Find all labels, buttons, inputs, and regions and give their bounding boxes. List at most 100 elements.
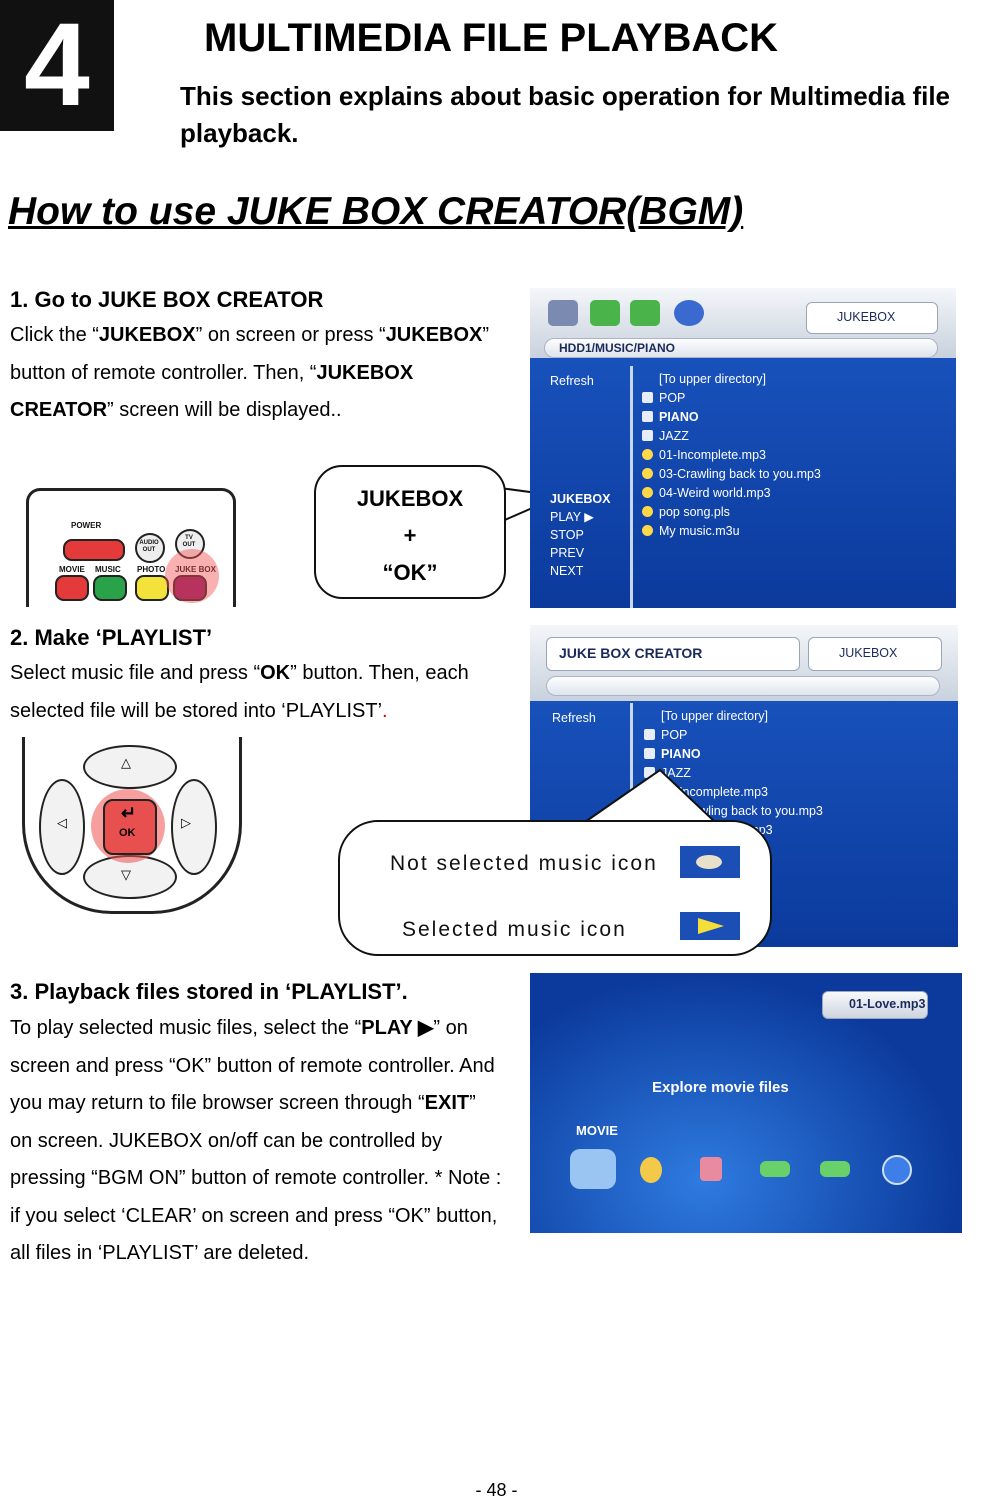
file-item[interactable]: POP xyxy=(642,389,821,408)
music-icon[interactable] xyxy=(640,1157,662,1183)
right-arrow-icon: ▷ xyxy=(181,815,191,830)
legend-pointer xyxy=(584,768,716,823)
step3-bold-exit: EXIT xyxy=(424,1092,470,1114)
jukebox-tab[interactable]: JUKEBOX xyxy=(806,302,938,334)
left-arrow-icon: ◁ xyxy=(57,815,67,830)
step3-text: ” on screen. JUKEBOX on/off can be contr… xyxy=(10,1092,502,1264)
menu-item-next[interactable]: NEXT xyxy=(550,564,584,578)
playlist-bar xyxy=(546,676,940,696)
step2-red-period: . xyxy=(382,699,388,722)
step3-bold-play: PLAY ▶ xyxy=(361,1017,434,1039)
folder-icon xyxy=(642,411,653,422)
folder-icon xyxy=(644,748,655,759)
left-button[interactable] xyxy=(39,779,85,875)
step2-bold-ok: OK xyxy=(260,662,291,684)
network-icon[interactable] xyxy=(882,1155,912,1185)
ok-label: OK xyxy=(119,827,136,839)
file-item[interactable]: pop song.pls xyxy=(642,503,821,522)
usb-icon[interactable] xyxy=(760,1161,790,1177)
photo-icon[interactable] xyxy=(700,1157,722,1181)
jukebox-creator-title: JUKE BOX CREATOR xyxy=(559,645,703,661)
step1-body: Click the “JUKEBOX” on screen or press “… xyxy=(10,317,510,430)
music-note-icon xyxy=(642,506,653,517)
music-button[interactable] xyxy=(93,575,127,601)
music-note-icon xyxy=(642,525,653,536)
file-item[interactable]: My music.m3u xyxy=(642,522,821,541)
jukebox-tab-label: JUKEBOX xyxy=(839,646,898,660)
network-icon[interactable] xyxy=(674,300,704,326)
right-button[interactable] xyxy=(171,779,217,875)
movie-camera-icon[interactable] xyxy=(570,1149,616,1189)
up-arrow-icon: △ xyxy=(121,755,131,770)
menu-item-refresh[interactable]: Refresh xyxy=(552,711,596,725)
menu-item-stop[interactable]: STOP xyxy=(550,528,584,542)
category-label: MOVIE xyxy=(576,1123,618,1138)
callout-jukebox-ok: JUKEBOX + “OK” xyxy=(314,465,506,599)
file-item[interactable]: JAZZ xyxy=(642,427,821,446)
callout1-line2: + xyxy=(403,523,417,548)
toolbar: JUKEBOX HDD1/MUSIC/PIANO xyxy=(530,288,956,358)
screenshot-file-browser: JUKEBOX HDD1/MUSIC/PIANO Refresh JUKEBOX… xyxy=(530,288,956,608)
toolbar: JUKE BOX CREATOR JUKEBOX xyxy=(530,625,958,701)
audio-out-label: AUDIO OUT xyxy=(139,540,159,553)
jukebox-creator-title-bar: JUKE BOX CREATOR xyxy=(546,637,800,671)
step1-text: ” button of remote controller. Then, “ xyxy=(10,324,490,384)
hdd-icon[interactable] xyxy=(548,300,578,326)
remote-control-top: POWER AUDIO OUT TV OUT MOVIE MUSIC PHOTO… xyxy=(26,488,236,607)
step1-text: ” screen will be displayed.. xyxy=(107,399,342,421)
callout1-line1: JUKEBOX xyxy=(356,486,464,511)
file-item[interactable]: POP xyxy=(644,726,823,745)
usb-icon[interactable] xyxy=(590,300,620,326)
file-item[interactable]: JAZZ xyxy=(644,764,823,783)
step1-text: ” on screen or press “ xyxy=(195,324,386,346)
up-button[interactable] xyxy=(83,745,177,789)
folder-icon xyxy=(642,392,653,403)
down-arrow-icon: ▽ xyxy=(121,867,131,882)
jukebox-button[interactable] xyxy=(173,575,207,601)
step1-bold-creator: JUKEBOX CREATOR xyxy=(10,361,414,422)
photo-label: PHOTO xyxy=(137,565,166,574)
step2-text: Select music file and press “ xyxy=(10,662,261,684)
tv-out-button[interactable] xyxy=(175,529,205,559)
jukebox-tab[interactable]: JUKEBOX xyxy=(808,637,942,671)
step1-bold-jukebox: JUKEBOX xyxy=(98,324,196,346)
menu-caption: Explore movie files xyxy=(652,1079,789,1096)
file-item[interactable]: 01-Incomplete.mp3 xyxy=(642,446,821,465)
menu-separator xyxy=(630,366,633,608)
jukebox-tab-label: JUKEBOX xyxy=(837,310,896,324)
file-item[interactable]: [To upper directory] xyxy=(661,709,768,723)
file-item[interactable]: PIANO xyxy=(642,408,821,427)
side-menu: Refresh xyxy=(552,709,596,727)
screenshot-main-menu: 01-Love.mp3 Explore movie files MOVIE xyxy=(530,973,962,1233)
usb-icon[interactable] xyxy=(820,1161,850,1177)
callout1-line3: “OK” xyxy=(382,560,438,585)
menu-item-prev[interactable]: PREV xyxy=(550,546,585,560)
menu-item-jukebox[interactable]: JUKEBOX xyxy=(550,492,611,506)
file-item[interactable]: 03-Crawling back to you.mp3 xyxy=(642,465,821,484)
file-item[interactable]: PIANO xyxy=(644,745,823,764)
side-menu: Refresh JUKEBOX PLAY ▶ STOP PREV NEXT xyxy=(550,372,610,580)
menu-item-play[interactable]: PLAY ▶ xyxy=(550,510,594,524)
power-button[interactable] xyxy=(63,539,125,561)
chapter-title: MULTIMEDIA FILE PLAYBACK xyxy=(204,16,779,60)
music-note-icon xyxy=(642,468,653,479)
step3-text: To play selected music files, select the… xyxy=(10,1017,362,1039)
now-playing-badge: 01-Love.mp3 xyxy=(822,991,928,1019)
ok-button[interactable] xyxy=(103,799,157,855)
photo-button[interactable] xyxy=(135,575,169,601)
step2-body: Select music file and press “OK” button.… xyxy=(10,655,510,730)
file-item[interactable]: [To upper directory] xyxy=(659,372,766,386)
step3-text: ” on screen and press “OK” button of rem… xyxy=(10,1017,495,1114)
menu-item-refresh[interactable]: Refresh xyxy=(550,374,594,388)
usb-icon[interactable] xyxy=(630,300,660,326)
file-list: [To upper directory] POP PIANO JAZZ 01-I… xyxy=(642,370,821,541)
remote-dpad: △ ▽ ◁ ▷ ↵ OK xyxy=(22,737,242,914)
folder-icon xyxy=(644,729,655,740)
audio-out-button[interactable] xyxy=(135,533,165,563)
movie-button[interactable] xyxy=(55,575,89,601)
section-title: How to use JUKE BOX CREATOR(BGM) xyxy=(8,190,744,233)
step1-heading: 1. Go to JUKE BOX CREATOR xyxy=(10,287,324,312)
page-number: - 48 - xyxy=(475,1480,518,1500)
legend-not-selected-label: Not selected music icon xyxy=(390,852,658,875)
file-item[interactable]: 04-Weird world.mp3 xyxy=(642,484,821,503)
